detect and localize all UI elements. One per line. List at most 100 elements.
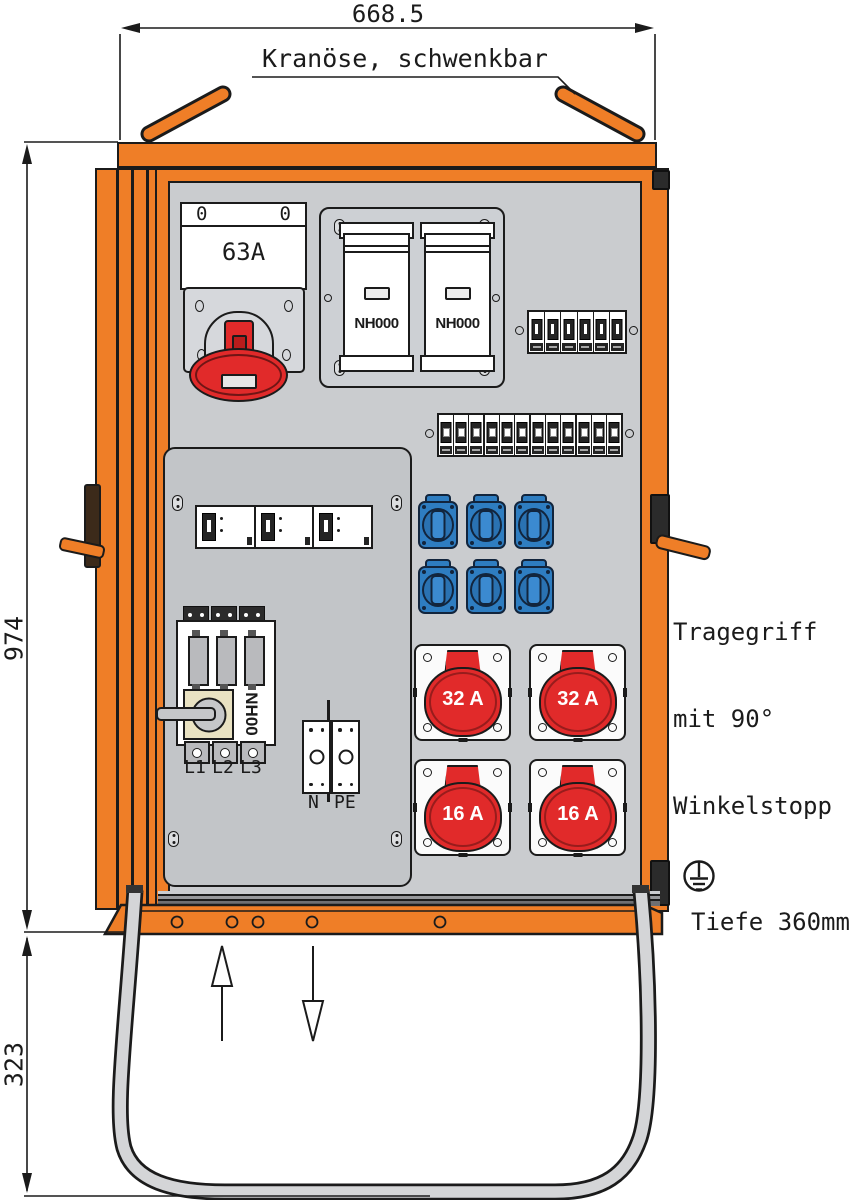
schuko-socket xyxy=(418,559,458,617)
cabinet-door-open xyxy=(95,168,162,910)
nh00-bottom-terminal xyxy=(240,741,266,764)
mounting-screw xyxy=(625,429,634,438)
rcd-module xyxy=(256,507,315,547)
cabinet-bottom-rails xyxy=(158,891,660,906)
dimension-width xyxy=(119,23,656,140)
mcb-module xyxy=(561,312,578,352)
arrow-down xyxy=(301,946,325,1042)
cee-socket-32a-right: 32 A xyxy=(528,644,627,742)
rcd-module xyxy=(314,507,371,547)
nh00-rotary-handle xyxy=(156,707,216,721)
handle-annotation-line3: Winkelstopp xyxy=(673,792,832,820)
mounting-screw xyxy=(629,326,638,335)
panel-screw xyxy=(391,831,402,847)
crane-leader-line xyxy=(252,76,576,95)
dimension-stand xyxy=(22,936,430,1197)
cee-socket-16a-right: 16 A xyxy=(528,759,627,857)
mcb-module xyxy=(500,415,515,455)
panel-screw-dot xyxy=(324,294,332,302)
hinge-top xyxy=(652,170,670,190)
handle-annotation-line1: Tragegriff xyxy=(673,618,818,646)
rcd-module xyxy=(197,507,256,547)
cee-socket-32a-left: 32 A xyxy=(413,644,512,742)
mcb-group xyxy=(577,415,621,455)
cee-socket-16a-left: 16 A xyxy=(413,759,512,857)
pe-label: PE xyxy=(334,792,356,813)
schuko-socket xyxy=(418,494,458,552)
cee-body: 32 A xyxy=(424,667,502,737)
cee-body: 32 A xyxy=(539,667,617,737)
cee-rating: 32 A xyxy=(557,688,599,710)
mcb-module xyxy=(607,415,621,455)
panel-screw xyxy=(172,495,183,511)
rcd-row xyxy=(195,505,373,549)
nh00-fuse-bar xyxy=(216,636,237,686)
panel-screw-dot xyxy=(492,294,500,302)
mcb-module xyxy=(546,415,561,455)
mcb-row-top xyxy=(527,310,627,354)
cee-rating: 16 A xyxy=(442,803,484,825)
neutral-label: N xyxy=(308,792,319,813)
mcb-group xyxy=(439,415,485,455)
nh00-bottom-terminal xyxy=(212,741,238,764)
panel-screw xyxy=(391,495,402,511)
mcb-group xyxy=(531,415,577,455)
switch-indicator-band: 0 0 xyxy=(182,203,305,227)
mcb-module xyxy=(577,415,592,455)
nh000-fuse-holder: NH000 xyxy=(339,222,414,372)
mcb-module xyxy=(545,312,562,352)
schuko-socket xyxy=(466,494,506,552)
nh000-fuse-holder: NH000 xyxy=(420,222,495,372)
plate-screw xyxy=(195,300,204,312)
phase-label-l2: L2 xyxy=(212,757,234,778)
mcb-module xyxy=(529,312,546,352)
main-inlet-rating: 63A xyxy=(221,238,266,266)
tubular-stand xyxy=(111,885,657,1200)
mounting-screw xyxy=(515,326,524,335)
nh00-label: NH00 xyxy=(242,692,261,736)
mcb-group xyxy=(485,415,531,455)
mcb-module xyxy=(454,415,469,455)
nh000-fuse-label: NH000 xyxy=(435,315,480,332)
cee-body: 16 A xyxy=(539,782,617,852)
mcb-module xyxy=(593,312,610,352)
mcb-module xyxy=(515,415,529,455)
switch-zero-left: 0 xyxy=(196,203,208,225)
plate-screw xyxy=(282,349,291,361)
handle-annotation-line2: mit 90° xyxy=(673,705,775,733)
dimension-height-label: 974 xyxy=(0,615,29,662)
schuko-socket xyxy=(466,559,506,617)
mcb-module xyxy=(609,312,626,352)
nh00-fuse-bar xyxy=(188,636,209,686)
nh000-fuse-label: NH000 xyxy=(354,315,399,332)
phase-label-l3: L3 xyxy=(240,757,262,778)
mcb-module xyxy=(439,415,454,455)
pe-terminal xyxy=(331,720,360,794)
mcb-row-bottom xyxy=(437,413,623,457)
nh000-fuse-panel: NH000 NH000 xyxy=(319,207,505,388)
dimension-stand-label: 323 xyxy=(0,1041,29,1088)
mcb-module xyxy=(561,415,575,455)
mcb-module xyxy=(531,415,546,455)
mcb-module xyxy=(592,415,607,455)
cee-rating: 16 A xyxy=(557,803,599,825)
panel-screw xyxy=(168,831,179,847)
main-switch-63a: 0 0 63A xyxy=(180,202,307,290)
neutral-terminal xyxy=(302,720,331,794)
crane-eye-label: Kranöse, schwenkbar xyxy=(262,44,548,73)
nh00-fuse-bar xyxy=(244,636,265,686)
depth-label: Tiefe 360mm xyxy=(691,908,850,936)
mcb-module xyxy=(485,415,500,455)
dimension-width-label: 668.5 xyxy=(351,0,425,28)
plate-screw xyxy=(284,300,293,312)
schuko-socket-grid xyxy=(418,494,558,617)
mounting-screw xyxy=(425,429,434,438)
handle-annotation: Tragegriff mit 90° Winkelstopp xyxy=(673,560,832,879)
cee-body: 16 A xyxy=(424,782,502,852)
crane-eyes xyxy=(140,85,646,143)
switch-zero-right: 0 xyxy=(279,203,291,225)
schuko-socket xyxy=(514,494,554,552)
lid-ring xyxy=(195,354,282,396)
lid-slot xyxy=(220,374,257,389)
